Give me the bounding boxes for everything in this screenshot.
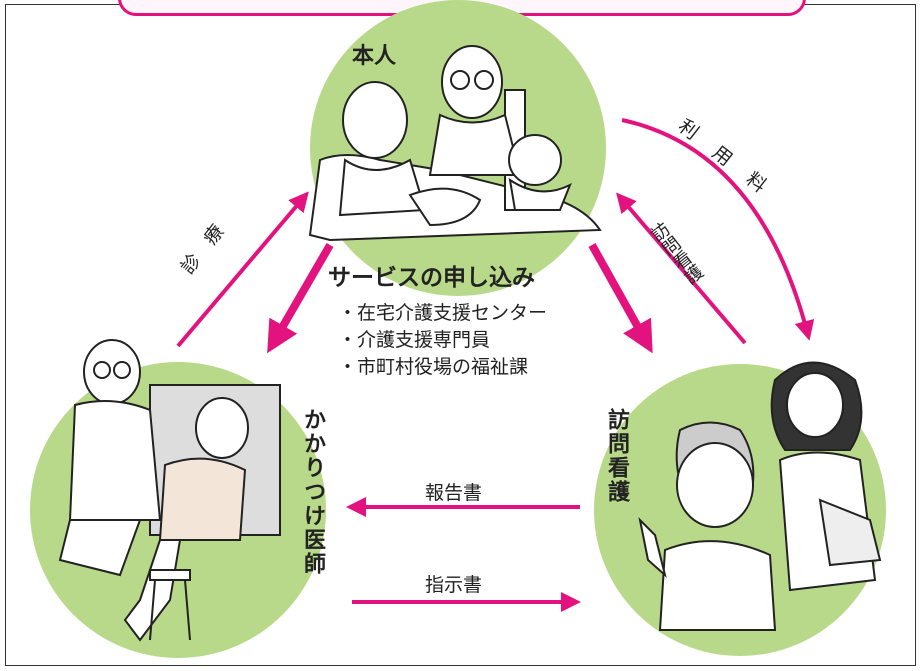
hokokusho-label: 報告書 (425, 482, 483, 504)
family-illustration (308, 45, 602, 242)
shijisho-label: 指示書 (425, 574, 483, 596)
kakaritsuke-label: かかりつけ医師 (300, 408, 325, 576)
honnin-label: 本人 (352, 44, 397, 69)
service-item: 市町村役場の福祉課 (338, 354, 547, 381)
houmon-label: 訪問看護 (604, 408, 629, 504)
service-item: 在宅介護支援センター (338, 300, 547, 327)
riyoryo-arrow (621, 118, 815, 341)
service-item: 介護支援専門員 (338, 327, 547, 354)
service-to-nurse-arrow (588, 243, 653, 354)
doctor-patient-illustration (58, 339, 281, 642)
service-to-doctor-arrow (267, 242, 334, 354)
service-title: サービスの申し込み (328, 265, 535, 291)
houmon-kango-arrow (616, 192, 747, 345)
service-list: 在宅介護支援センター 介護支援専門員 市町村役場の福祉課 (338, 300, 547, 381)
shinryo-arrow (176, 191, 309, 348)
nurse-illustration (638, 361, 882, 631)
